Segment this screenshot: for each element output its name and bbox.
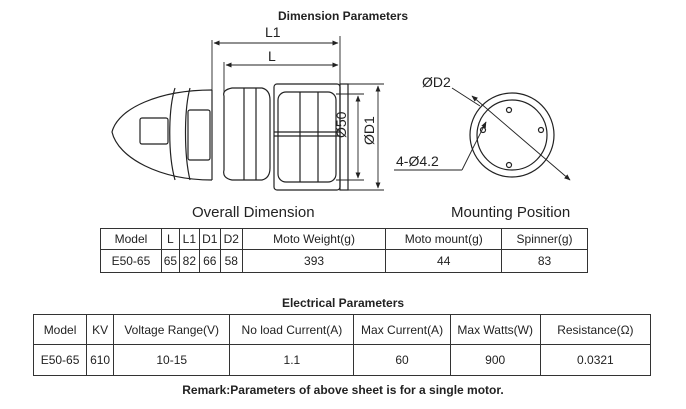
electrical-header-cell: Resistance(Ω): [539, 314, 652, 345]
electrical-cell: 1.1: [229, 344, 355, 376]
d2-label: ØD2: [422, 74, 451, 90]
dimension-header-cell: Moto mount(g): [385, 228, 503, 250]
dimension-header-cell: L1: [178, 228, 200, 250]
dimension-header-cell: D2: [219, 228, 243, 250]
dimension-cell: 65: [160, 249, 180, 273]
dimension-cell: 58: [219, 249, 243, 273]
d1-label: ØD1: [361, 116, 377, 145]
d2-leader-line: [471, 95, 571, 181]
electrical-table: Model KV Voltage Range(V) No load Curren…: [32, 314, 652, 376]
electrical-header-cell: Max Watts(W): [449, 314, 541, 345]
l-label: L: [268, 48, 276, 64]
dimension-header-cell: Spinner(g): [501, 228, 588, 250]
dimension-cell: E50-65: [100, 249, 162, 273]
l1-label: L1: [265, 24, 281, 40]
electrical-table-row: E50-65 610 10-15 1.1 60 900 0.0321: [32, 344, 652, 376]
electrical-cell: 60: [353, 344, 451, 376]
dimension-table-row: E50-65 65 82 66 58 393 44 83: [100, 249, 588, 273]
electrical-cell: 10-15: [113, 344, 231, 376]
dimension-title: Dimension Parameters: [277, 9, 409, 23]
motor-bell: [223, 87, 271, 181]
electrical-table-header-row: Model KV Voltage Range(V) No load Curren…: [32, 314, 652, 345]
overall-dimension-label: Overall Dimension: [192, 204, 315, 221]
remark-text: Remark:Parameters of above sheet is for …: [182, 383, 504, 397]
d50-label: Ø50: [333, 111, 349, 138]
motor-can: [273, 83, 341, 191]
electrical-header-cell: No load Current(A): [229, 314, 355, 345]
holes-label: 4-Ø4.2: [396, 153, 439, 169]
dimension-header-cell: L: [160, 228, 180, 250]
dimension-header-cell: Model: [100, 228, 162, 250]
electrical-header-cell: KV: [86, 314, 115, 345]
dimension-cell: 44: [385, 249, 503, 273]
electrical-cell: E50-65: [32, 344, 88, 376]
dimension-table-header-row: Model L L1 D1 D2 Moto Weight(g) Moto mou…: [100, 228, 588, 250]
electrical-cell: 0.0321: [539, 344, 652, 376]
dimension-cell: 83: [501, 249, 588, 273]
mount-plate: [339, 83, 349, 191]
dimension-cell: 393: [241, 249, 387, 273]
dimension-table: Model L L1 D1 D2 Moto Weight(g) Moto mou…: [100, 228, 588, 273]
dimension-header-cell: D1: [198, 228, 221, 250]
dimension-header-cell: Moto Weight(g): [241, 228, 387, 250]
dimension-cell: 66: [198, 249, 221, 273]
electrical-header-cell: Voltage Range(V): [113, 314, 231, 345]
electrical-cell: 900: [449, 344, 541, 376]
electrical-title: Electrical Parameters: [281, 296, 405, 310]
electrical-cell: 610: [86, 344, 115, 376]
mounting-position-label: Mounting Position: [451, 204, 571, 221]
electrical-header-cell: Model: [32, 314, 88, 345]
holes-leader-line: [461, 121, 487, 171]
spinner-cone: [111, 89, 213, 181]
electrical-header-cell: Max Current(A): [353, 314, 451, 345]
dimension-cell: 82: [178, 249, 200, 273]
